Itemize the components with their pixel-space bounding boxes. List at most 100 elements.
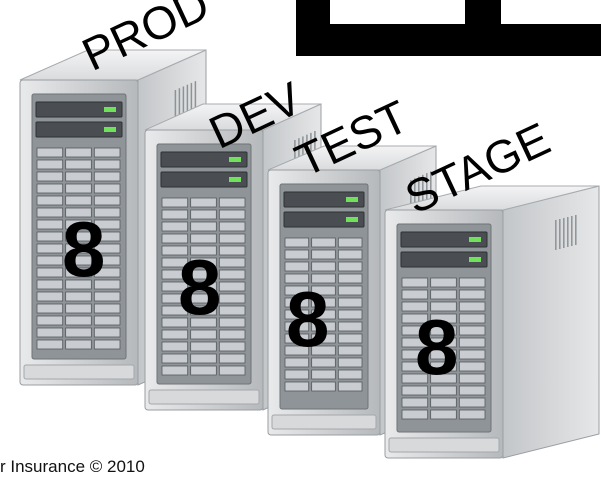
drive-slot [160,171,248,188]
drive-sled [161,341,189,352]
drive-sled [93,207,121,218]
drive-sled [65,195,92,206]
drive-sled [337,309,363,320]
drive-sled [311,273,336,284]
drive-sled [65,327,92,338]
drive-sled [161,353,189,364]
server-count: 8 [62,205,106,293]
server-tower-4 [384,185,600,459]
drive-sled [36,159,64,170]
drive-sled [430,349,457,360]
drive-sled [337,345,363,356]
drive-sled [458,277,486,288]
drive-sled [311,285,336,296]
drive-sled [93,255,121,266]
drive-sled [36,219,64,230]
drive-sled [430,277,457,288]
drive-sled [93,327,121,338]
drive-sled [36,255,64,266]
drive-sled [218,329,246,340]
drive-sled [337,285,363,296]
drive-sled [36,279,64,290]
status-led-icon [346,217,358,222]
drive-sled [36,303,64,314]
drive-sled [161,233,189,244]
drive-sled [458,385,486,396]
drive-sled [93,219,121,230]
drive-sled [218,293,246,304]
drive-sled [93,291,121,302]
status-led-icon [469,257,481,262]
drive-sled [218,281,246,292]
drive-sled [190,257,217,268]
drive-sled [93,303,121,314]
status-led-icon [104,107,116,112]
drive-slot [283,191,365,208]
drive-sled [284,249,310,260]
drive-sled [337,261,363,272]
drive-sled [65,207,92,218]
drive-sled [430,337,457,348]
drive-sled [190,281,217,292]
drive-slot [35,121,123,138]
drive-sled [65,183,92,194]
drive-sled [337,273,363,284]
drive-sled [36,327,64,338]
drive-sled [161,269,189,280]
drive-sled [430,373,457,384]
top-black-bar [296,0,601,56]
status-led-icon [469,237,481,242]
drive-sled [311,261,336,272]
drive-sled [65,159,92,170]
drive-sled [284,333,310,344]
drive-sled [161,329,189,340]
copyright-footer: r Insurance © 2010 [0,457,145,476]
drive-sled [36,147,64,158]
drive-sled [190,293,217,304]
drive-sled [458,337,486,348]
drive-sled [65,171,92,182]
drive-sled [190,329,217,340]
drive-sled [401,337,429,348]
drive-sled [36,291,64,302]
drive-sled [284,297,310,308]
drive-slot [35,101,123,118]
drive-sled [93,339,121,350]
drive-sled [161,305,189,316]
drive-sled [458,325,486,336]
drive-sled [190,341,217,352]
drive-sled [337,321,363,332]
status-led-icon [229,177,241,182]
server-count: 8 [286,275,330,363]
drive-sled [458,409,486,420]
drive-sled [218,233,246,244]
drive-sled [65,267,92,278]
drive-sled [337,297,363,308]
drive-sled [65,315,92,326]
drive-sled [401,289,429,300]
drive-sled [218,341,246,352]
server-tower-2 [144,103,322,411]
drive-sled [430,361,457,372]
server-count: 8 [415,303,459,391]
drive-sled [190,221,217,232]
status-led-icon [104,127,116,132]
drive-sled [458,361,486,372]
drive-sled [93,267,121,278]
drive-sled [65,291,92,302]
drive-sled [218,305,246,316]
drive-sled [218,365,246,376]
drive-sled [65,243,92,254]
drive-sled [190,269,217,280]
drive-sled [337,381,363,392]
drive-sled [190,197,217,208]
drive-sled [65,147,92,158]
drive-sled [430,409,457,420]
drive-sled [218,317,246,328]
drive-sled [161,281,189,292]
drive-sled [337,333,363,344]
drive-sled [284,369,310,380]
drive-sled [430,397,457,408]
tower-base [23,364,135,380]
tower-side-panel [502,185,600,459]
